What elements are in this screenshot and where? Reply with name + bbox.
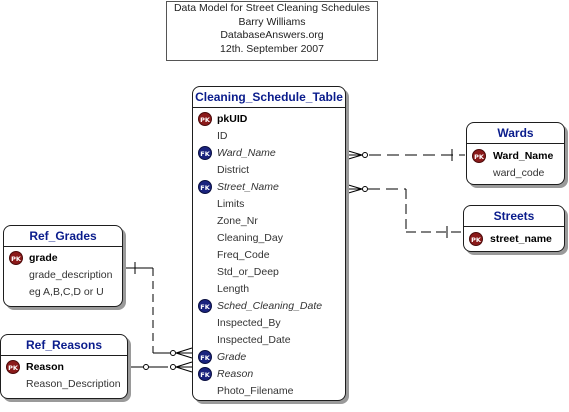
- attribute-reason: Reason: [217, 368, 254, 380]
- attribute-grade: grade: [29, 252, 58, 264]
- attribute-reason-description: Reason_Description: [26, 378, 121, 390]
- attribute-inspected-by: Inspected_By: [217, 317, 281, 329]
- foreign-key-icon: FK: [198, 146, 212, 160]
- entity-title: Cleaning_Schedule_Table: [193, 87, 345, 108]
- attribute-grade-description: grade_description: [29, 269, 113, 281]
- site-line: DatabaseAnswers.org: [220, 29, 324, 41]
- author-line: Barry Williams: [238, 15, 306, 28]
- entity-wards[interactable]: Wards PK Ward_Name ward_code: [466, 122, 565, 185]
- entity-title: Ref_Grades: [4, 226, 122, 247]
- primary-key-icon: PK: [9, 251, 23, 265]
- attribute-reason: Reason: [26, 361, 64, 373]
- relationship-reasons-cleaning: [127, 361, 193, 373]
- attribute-std-or-deep: Std_or_Deep: [217, 266, 279, 278]
- relationship-cleaning-wards: [344, 149, 465, 161]
- relationship-grades-cleaning: [122, 262, 193, 359]
- attribute-street-name: Street_Name: [217, 181, 279, 193]
- attribute-grade: Grade: [217, 351, 247, 363]
- foreign-key-icon: FK: [198, 350, 212, 364]
- attribute-ward-name: Ward_Name: [493, 150, 554, 162]
- primary-key-icon: PK: [198, 112, 212, 126]
- attribute-sched-cleaning-date: Sched_Cleaning_Date: [217, 300, 323, 312]
- title-line: Data Model for Street Cleaning Schedules: [173, 2, 371, 14]
- attribute-limits: Limits: [217, 198, 245, 210]
- primary-key-icon: PK: [469, 232, 483, 246]
- attribute-inspected-date: Inspected_Date: [217, 334, 291, 346]
- attribute-photo-filename: Photo_Filename: [217, 385, 294, 397]
- foreign-key-icon: FK: [198, 299, 212, 313]
- attribute-grade-examples: eg A,B,C,D or U: [29, 286, 104, 298]
- primary-key-icon: PK: [6, 360, 20, 374]
- entity-title: Wards: [467, 123, 564, 144]
- relationship-cleaning-streets: [344, 183, 463, 238]
- attribute-ward-code: ward_code: [493, 167, 545, 179]
- entity-cleaning-schedule-table[interactable]: Cleaning_Schedule_Table PK pkUID ID FK W…: [192, 86, 346, 401]
- attribute-ward-name: Ward_Name: [217, 147, 276, 159]
- entity-ref-grades[interactable]: Ref_Grades PK grade grade_description eg…: [3, 225, 123, 307]
- entity-title: Ref_Reasons: [1, 335, 127, 356]
- entity-ref-reasons[interactable]: Ref_Reasons PK Reason Reason_Description: [0, 334, 128, 399]
- attribute-pkuid: pkUID: [217, 113, 248, 125]
- entity-streets[interactable]: Streets PK street_name: [463, 205, 565, 252]
- attribute-zone-nr: Zone_Nr: [217, 215, 258, 227]
- foreign-key-icon: FK: [198, 180, 212, 194]
- attribute-length: Length: [217, 283, 250, 295]
- foreign-key-icon: FK: [198, 367, 212, 381]
- attribute-cleaning-day: Cleaning_Day: [217, 232, 283, 244]
- attribute-id: ID: [217, 130, 228, 142]
- diagram-title-box: Data Model for Street Cleaning Schedules…: [166, 1, 378, 61]
- attribute-freq-code: Freq_Code: [217, 249, 270, 261]
- date-line: 12th. September 2007: [220, 42, 324, 55]
- attribute-street-name: street_name: [490, 233, 552, 245]
- entity-title: Streets: [464, 206, 564, 227]
- attribute-district: District: [217, 164, 250, 176]
- primary-key-icon: PK: [472, 149, 486, 163]
